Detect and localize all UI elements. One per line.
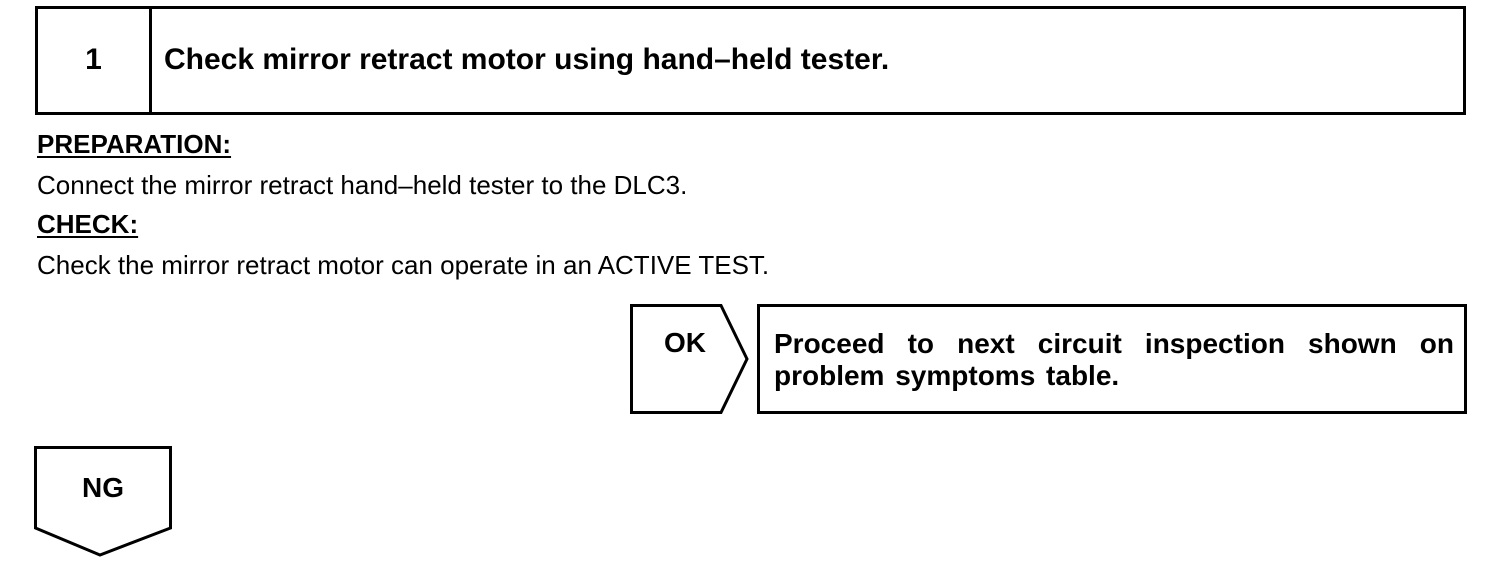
check-heading: CHECK: bbox=[37, 209, 139, 239]
ok-label: OK bbox=[664, 327, 706, 358]
step-header-box: 1 Check mirror retract motor using hand–… bbox=[35, 6, 1466, 115]
preparation-text: Connect the mirror retract hand–held tes… bbox=[37, 170, 688, 200]
ok-arrow-shape bbox=[630, 304, 749, 414]
ng-arrow-shape bbox=[34, 446, 172, 557]
step-number-cell: 1 bbox=[38, 9, 152, 112]
ok-result-text: Proceed to next circuit inspection shown… bbox=[774, 328, 1454, 391]
step-number: 1 bbox=[85, 43, 102, 76]
ng-label: NG bbox=[82, 472, 124, 503]
check-text: Check the mirror retract motor can opera… bbox=[37, 250, 770, 280]
step-title: Check mirror retract motor using hand–he… bbox=[164, 43, 890, 76]
ok-result-box: Proceed to next circuit inspection shown… bbox=[757, 304, 1467, 414]
preparation-heading: PREPARATION: bbox=[37, 129, 232, 159]
